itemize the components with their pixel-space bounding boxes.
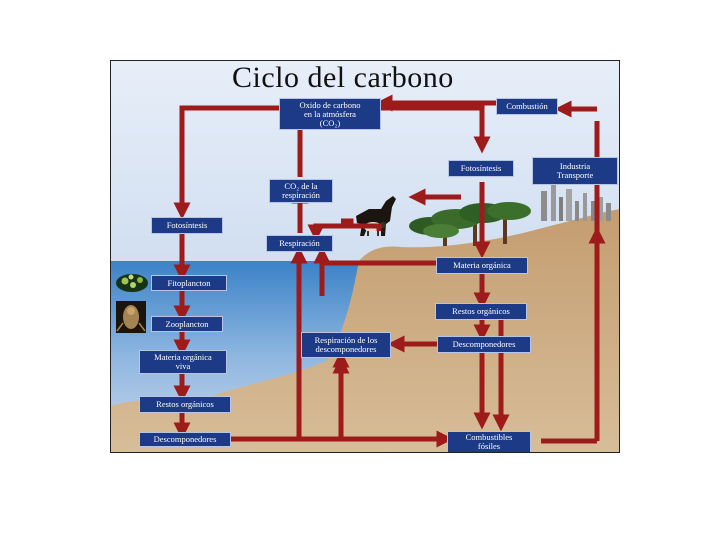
label-zooplancton: Zooplancton [151,316,223,332]
label-co2-line-2: respiración [282,190,320,200]
label-industria-line-1: Industria [559,161,591,171]
arrow-horse-to-respiracion [307,223,351,242]
arrow-oxido-to-fotosintesis-mar [173,105,279,220]
label-oxido-line-1: Oxido de carbono [299,99,361,110]
label-restos-organicos-mar: Restos orgánicos [139,396,231,413]
label-restos-organicos-tierra: Restos orgánicos [435,303,527,320]
arrow-oxido-to-fotosintesis-tierra [381,105,491,154]
label-co2-respiracion: CO₂ de la respiración [269,179,333,203]
phytoplankton-icon [116,274,148,292]
label-industria-transporte: Industria Transporte [532,157,618,185]
flow-arrows [173,94,606,448]
label-respiracion-descomponedores: Respiración de los descomponedores [301,332,391,358]
label-combustibles-line-1: Combustibles [465,432,513,442]
label-resp-desc-line-2: descomponedores [315,344,377,354]
arrow-materia-to-respiracion [313,246,436,266]
diagram-title: Ciclo del carbono [232,61,454,94]
label-oxido-line-2: en la atmósfera [304,108,356,119]
carbon-cycle-diagram: Ciclo del carbono Oxido de carbono en la… [110,60,620,453]
label-fotosintesis-mar: Fotosíntesis [151,217,223,234]
label-industria-line-2: Transporte [556,170,594,180]
label-descomponedores-mar: Descomponedores [139,432,231,447]
zooplankton-icon [116,301,146,333]
label-oxido-line-3: (CO₂) [319,117,341,128]
label-respiracion: Respiración [266,235,333,252]
label-fitoplancton: Fitoplancton [151,275,227,291]
label-descomponedores-tierra: Descomponedores [437,336,531,353]
label-materia-organica: Materia orgánica [436,257,528,274]
label-oxido-carbono: Oxido de carbono en la atmósfera (CO₂) [279,98,381,130]
label-co2-line-1: CO₂ de la [284,181,318,191]
label-materia-organica-viva: Materia orgánica viva [139,350,227,374]
label-materia-viva-line-2: viva [175,361,191,371]
label-fotosintesis-tierra: Fotosíntesis [448,160,514,177]
label-combustion: Combustión [496,98,558,115]
trees-icon [409,202,531,246]
factory-icon [541,185,611,221]
label-combustibles-fosiles: Combustibles fósiles [447,431,531,452]
label-materia-viva-line-1: Materia orgánica [154,352,212,362]
label-resp-desc-line-1: Respiración de los [314,335,378,345]
label-combustibles-line-2: fósiles [477,441,501,451]
